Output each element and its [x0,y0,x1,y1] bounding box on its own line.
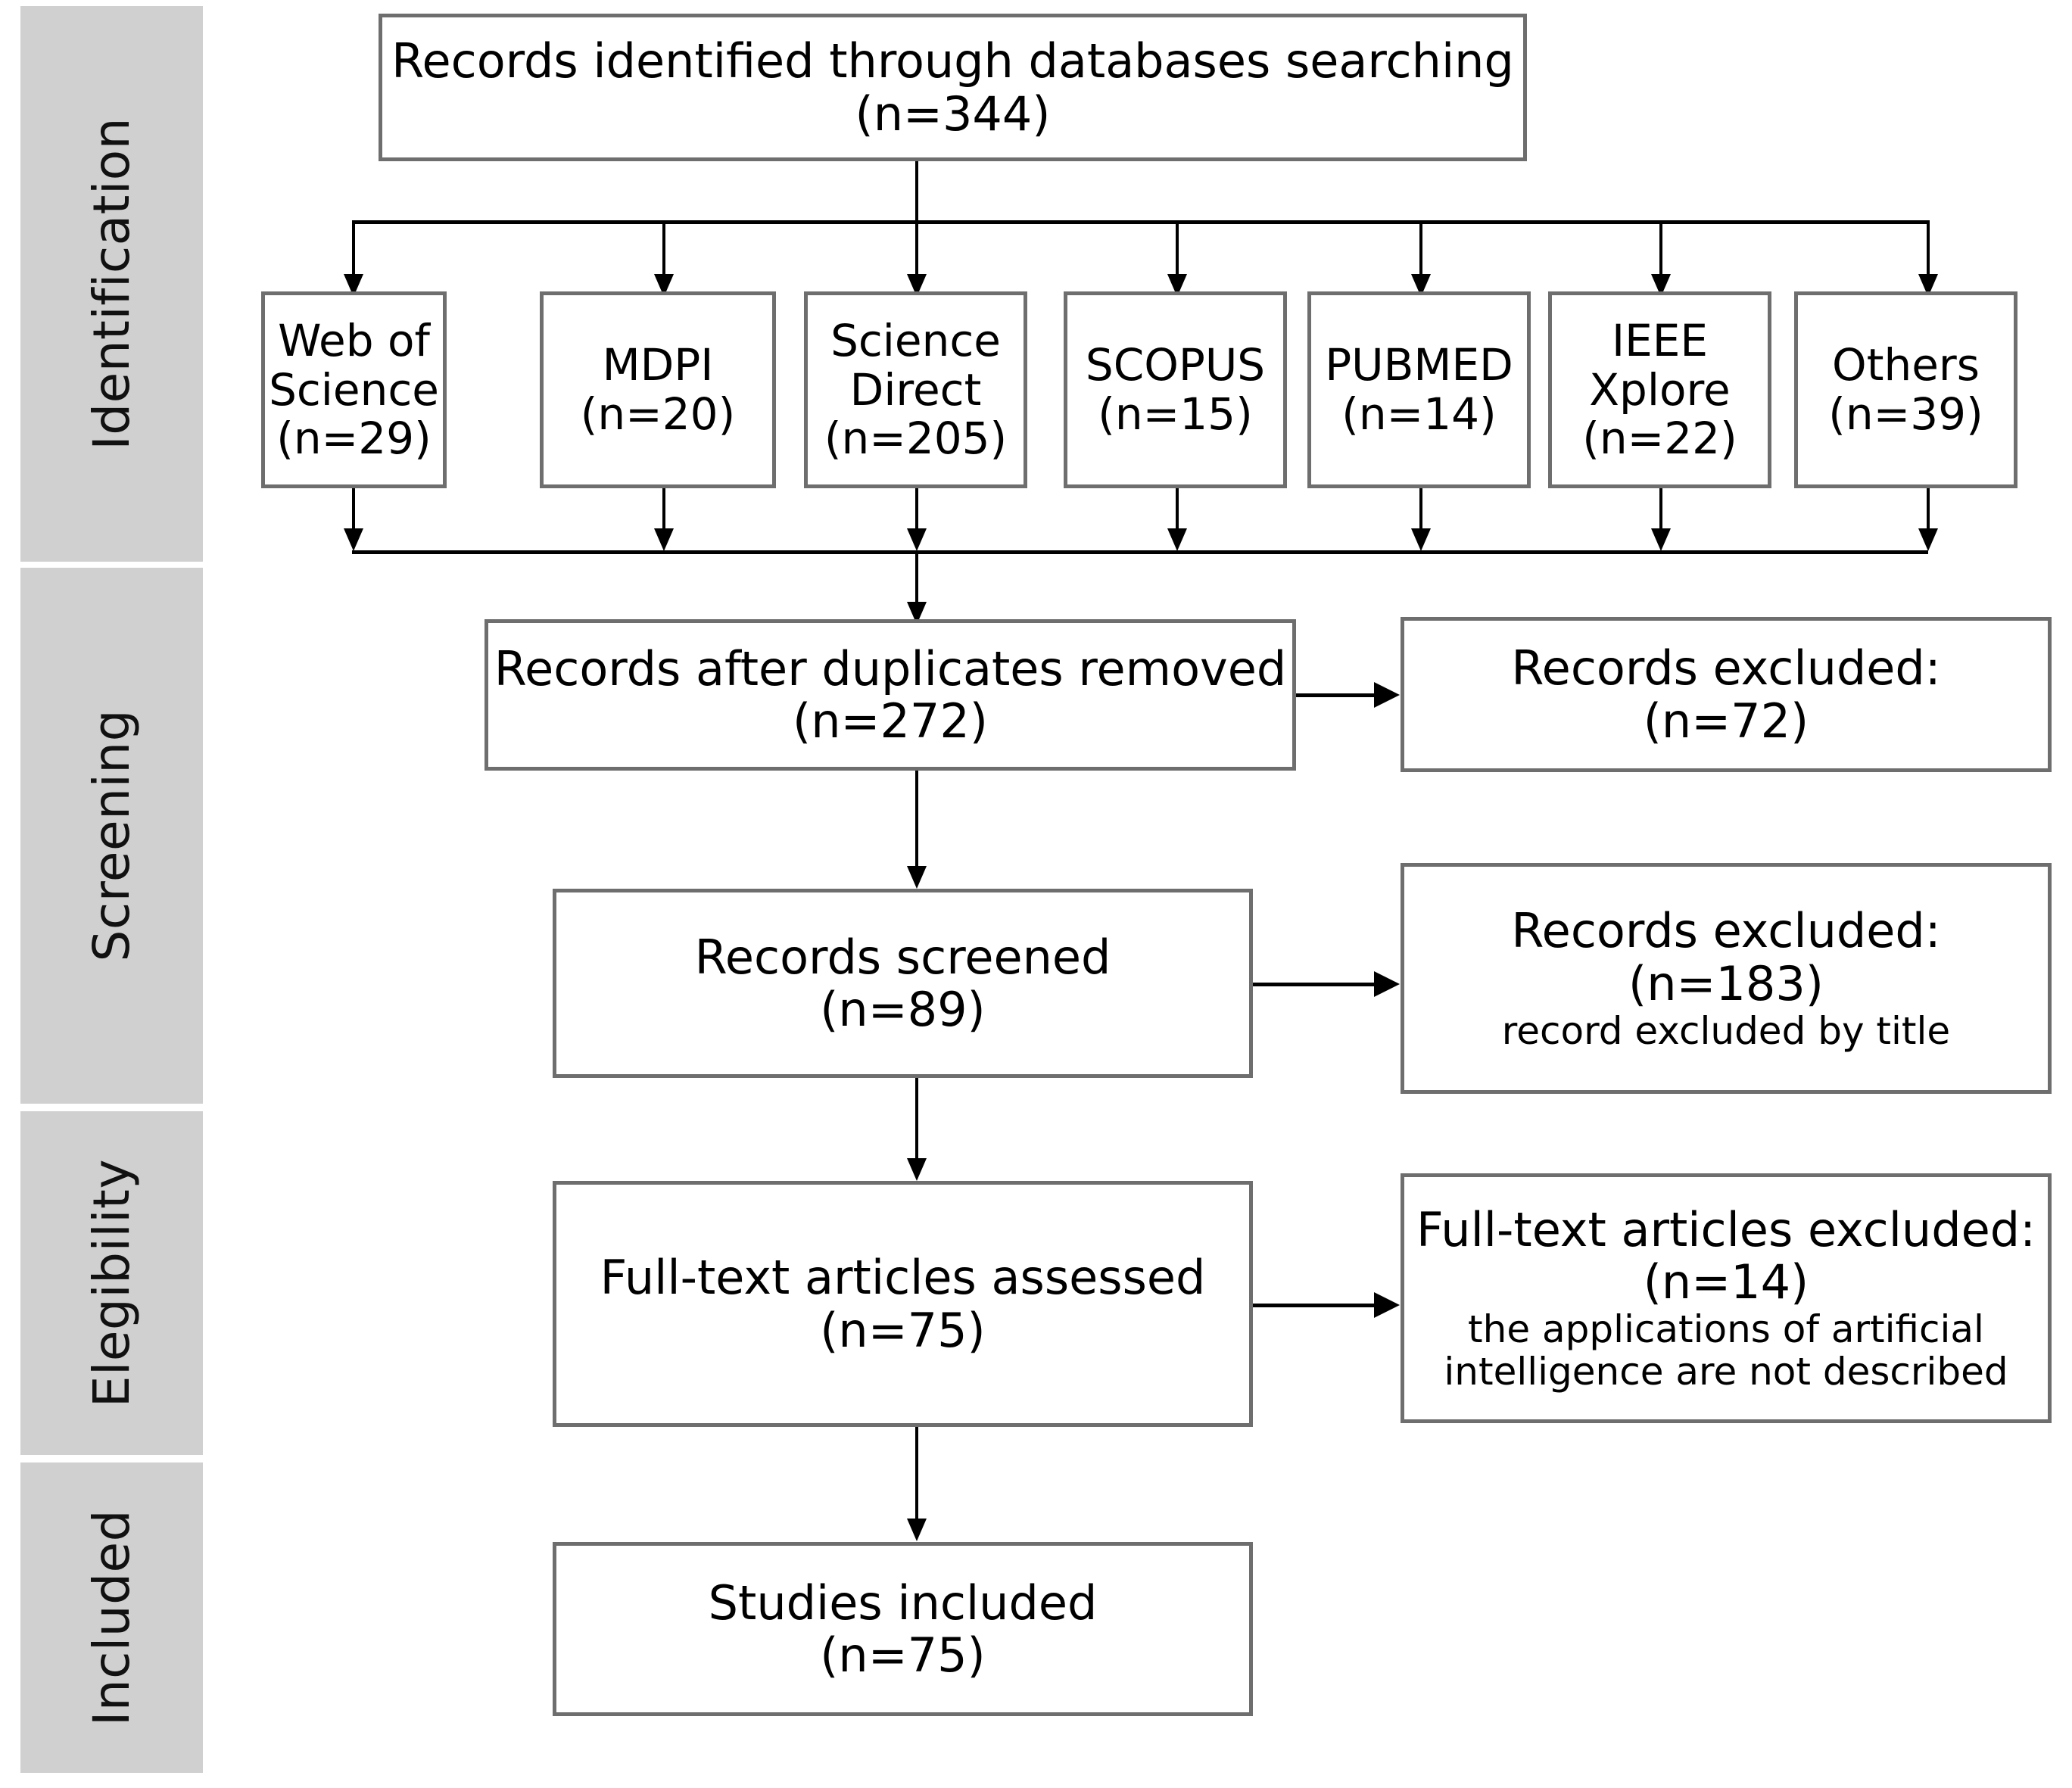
node-records-identified: Records identified through databases sea… [379,14,1527,161]
node-line: (n=29) [276,413,432,465]
connector-merge-up [915,488,918,530]
node-line: Others [1832,339,1980,391]
node-fulltext-articles-assessed: Full-text articles assessed (n=75) [553,1181,1253,1427]
node-line: (n=15) [1098,388,1253,440]
node-line: (n=272) [793,693,988,749]
arrowhead-down [907,1519,927,1541]
arrowhead-down [1167,528,1187,551]
arrowhead-down [654,528,674,551]
connector-exclude-fulltext [1253,1304,1376,1307]
node-line: Xplore [1589,363,1731,416]
connector-exclude-duplicates [1296,693,1376,697]
node-note: the applications of artificial [1468,1307,1984,1352]
connector-merge-up [1176,488,1179,530]
node-line: (n=89) [820,982,986,1037]
arrowhead-down [1411,528,1431,551]
arrowhead-down [344,528,363,551]
stage-label-identification: Identification [83,117,141,450]
arrowhead-down [907,1158,927,1181]
connector-merge-up [352,488,355,530]
arrowhead-down [907,528,927,551]
node-line: (n=14) [1643,1254,1809,1310]
node-line: Science [830,314,1001,366]
node-line: Records excluded: [1511,640,1941,696]
node-line: (n=205) [824,413,1008,465]
stage-band-elegibility: Elegibility [20,1111,203,1455]
connector-merge-up [1927,488,1930,530]
connector-merge-bus [352,550,1928,554]
node-records-excluded-duplicates: Records excluded: (n=72) [1401,617,2052,772]
node-line: (n=75) [820,1302,986,1358]
node-line: (n=39) [1828,388,1983,440]
node-note: record excluded by title [1501,1008,1951,1053]
stage-label-elegibility: Elegibility [83,1158,141,1408]
node-line: Studies included [708,1575,1098,1631]
stage-label-screening: Screening [83,709,141,962]
node-line: Full-text articles assessed [600,1250,1206,1306]
node-note: intelligence are not described [1444,1350,2008,1394]
node-database-others: Others (n=39) [1794,291,2017,488]
connector-branch-down [352,220,355,277]
connector-exclude-title [1253,983,1376,986]
connector-merge-up [1419,488,1422,530]
stage-band-included: Included [20,1462,203,1773]
node-line: Web of [278,314,430,366]
stage-band-screening: Screening [20,568,203,1104]
connector-trunk-down [915,1427,918,1522]
node-line: (n=183) [1628,955,1824,1011]
node-line: Science [269,363,439,416]
node-line: Records identified through databases sea… [391,33,1514,89]
node-line: Records after duplicates removed [494,640,1287,696]
node-line: (n=72) [1643,693,1809,749]
connector-branch-down [1176,220,1179,277]
node-database-web-of-science: Web of Science (n=29) [261,291,447,488]
node-line: (n=75) [820,1628,986,1683]
arrowhead-down [1918,528,1938,551]
connector-trunk-down [915,771,918,869]
arrowhead-right [1374,971,1400,997]
connector-branch-down [1927,220,1930,277]
node-fulltext-articles-excluded: Full-text articles excluded: (n=14) the … [1401,1173,2052,1423]
arrowhead-right [1374,1292,1400,1318]
node-database-ieee-xplore: IEEE Xplore (n=22) [1548,291,1771,488]
connector-trunk-down [915,550,918,605]
node-database-pubmed: PUBMED (n=14) [1307,291,1531,488]
connector-merge-up [1659,488,1662,530]
node-line: (n=344) [855,86,1051,142]
node-records-after-duplicates-removed: Records after duplicates removed (n=272) [485,619,1296,771]
node-line: MDPI [602,339,714,391]
connector-merge-up [662,488,665,530]
node-database-science-direct: Science Direct (n=205) [804,291,1027,488]
node-database-mdpi: MDPI (n=20) [540,291,776,488]
connector-distribution-bus [352,220,1928,224]
node-records-screened: Records screened (n=89) [553,889,1253,1078]
node-line: PUBMED [1325,339,1513,391]
node-database-scopus: SCOPUS (n=15) [1064,291,1287,488]
node-line: (n=22) [1582,413,1737,465]
node-studies-included: Studies included (n=75) [553,1542,1253,1716]
node-records-excluded-by-title: Records excluded: (n=183) record exclude… [1401,863,2052,1094]
stage-band-identification: Identification [20,6,203,562]
node-line: IEEE [1611,314,1709,366]
node-line: SCOPUS [1085,339,1266,391]
connector-branch-down [915,220,918,277]
node-line: (n=20) [580,388,736,440]
connector-branch-down [1659,220,1662,277]
stage-label-included: Included [83,1509,141,1727]
node-line: Direct [849,363,982,416]
connector-branch-down [662,220,665,277]
connector-branch-down [1419,220,1422,277]
arrowhead-down [907,866,927,889]
node-line: (n=14) [1341,388,1497,440]
arrowhead-right [1374,682,1400,708]
connector-trunk-down [915,1078,918,1161]
node-line: Records screened [694,929,1111,985]
node-line: Records excluded: [1511,903,1941,959]
node-line: Full-text articles excluded: [1416,1201,2036,1257]
connector-trunk-down [915,161,918,223]
arrowhead-down [1651,528,1671,551]
